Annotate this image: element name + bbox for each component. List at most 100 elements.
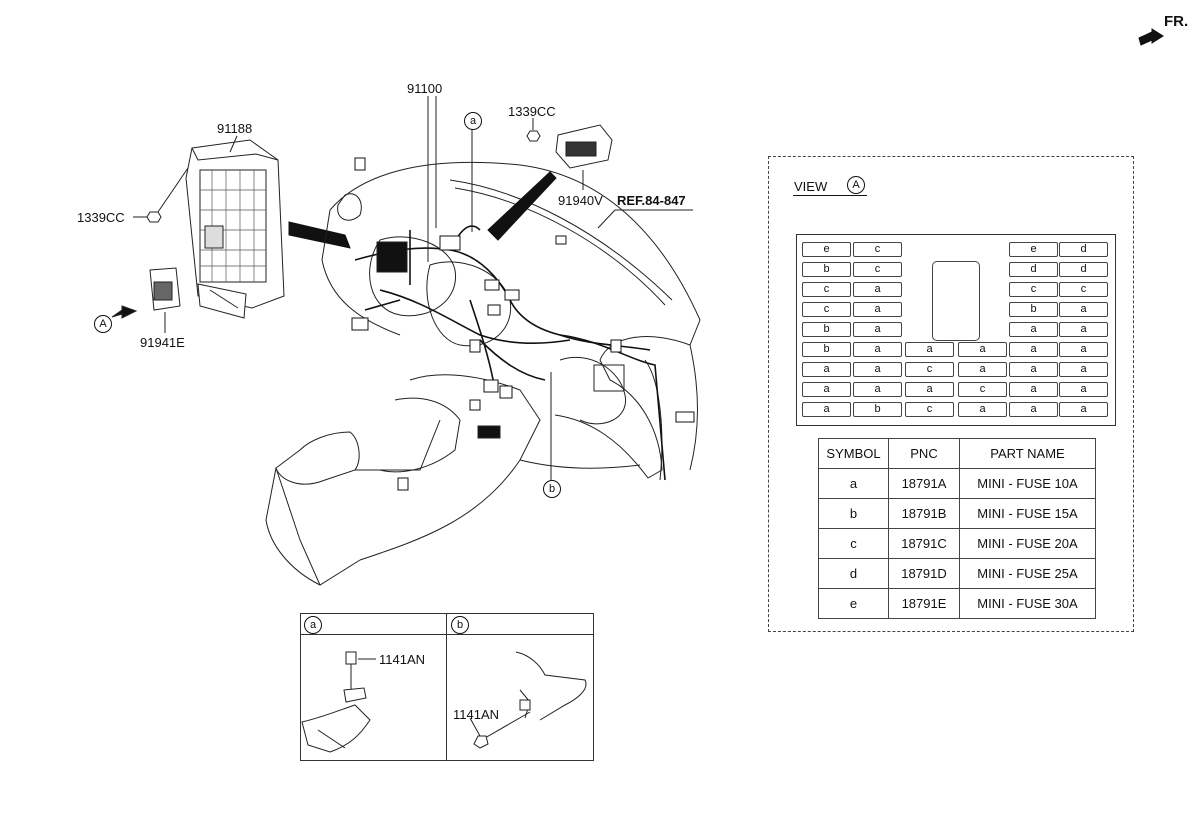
fuse-slot: c	[905, 362, 954, 377]
detail-a-marker: a	[464, 112, 482, 130]
detail-a-header-marker: a	[304, 616, 322, 634]
fuse-slot: a	[1059, 302, 1108, 317]
legend-header-pnc: PNC	[888, 438, 960, 469]
legend-row: a 18791A MINI - FUSE 10A	[818, 468, 1096, 499]
legend-row: d 18791D MINI - FUSE 25A	[818, 558, 1096, 589]
fuse-slot: b	[802, 262, 851, 277]
nut-part-number-left: 1339CC	[77, 210, 125, 225]
legend-part-name: MINI - FUSE 10A	[959, 468, 1096, 499]
module-drawing	[149, 267, 181, 333]
legend-pnc: 18791D	[888, 558, 960, 589]
detail-b-header-marker: b	[451, 616, 469, 634]
fuse-slot: a	[853, 282, 902, 297]
fuse-slot: a	[1059, 402, 1108, 417]
fuse-slot: a	[905, 382, 954, 397]
main-harness-part-number: 91100	[407, 81, 443, 96]
fuse-slot: a	[853, 342, 902, 357]
view-title: VIEW	[794, 179, 828, 194]
nut-icon	[146, 211, 162, 223]
fuse-slot: a	[905, 342, 954, 357]
fuse-slot: c	[905, 402, 954, 417]
fuse-slot: a	[1009, 322, 1058, 337]
fuse-slot: a	[802, 382, 851, 397]
legend-header-row: SYMBOL PNC PART NAME	[818, 438, 1096, 469]
reference-label: REF.84-847	[617, 193, 686, 208]
fuse-slot: c	[802, 282, 851, 297]
fuse-slot: a	[853, 362, 902, 377]
legend-part-name: MINI - FUSE 30A	[959, 588, 1096, 619]
module-part-number: 91941E	[140, 335, 185, 350]
switch-drawing	[555, 124, 613, 190]
fuse-slot: b	[802, 322, 851, 337]
fuse-slot: c	[853, 242, 902, 257]
fuse-slot: c	[1059, 282, 1108, 297]
fuse-slot: a	[853, 302, 902, 317]
fuse-slot: a	[1059, 362, 1108, 377]
fuse-slot: c	[958, 382, 1007, 397]
legend-symbol: c	[818, 528, 889, 559]
legend-header-symbol: SYMBOL	[818, 438, 889, 469]
fuse-slot: e	[1009, 242, 1058, 257]
fuse-slot: a	[802, 402, 851, 417]
fuse-slot: c	[1009, 282, 1058, 297]
front-direction-arrow-icon	[1138, 28, 1164, 46]
legend-symbol: e	[818, 588, 889, 619]
legend-symbol: b	[818, 498, 889, 529]
relay-slot	[932, 261, 980, 341]
fuse-slot: a	[802, 362, 851, 377]
switch-part-number: 91940V	[558, 193, 603, 208]
fuse-slot: a	[958, 362, 1007, 377]
fuse-slot: a	[1059, 382, 1108, 397]
detail-a-part-number: 1141AN	[379, 652, 426, 667]
junction-box-drawing	[185, 139, 285, 319]
fuse-slot: a	[1009, 382, 1058, 397]
fuse-slot: c	[853, 262, 902, 277]
fuse-slot: a	[853, 382, 902, 397]
legend-part-name: MINI - FUSE 25A	[959, 558, 1096, 589]
nut-part-number-top: 1339CC	[508, 104, 556, 119]
fuse-slot: c	[802, 302, 851, 317]
detail-a-drawing	[301, 651, 376, 753]
legend-pnc: 18791B	[888, 498, 960, 529]
fuse-slot: a	[1059, 322, 1108, 337]
legend-part-name: MINI - FUSE 15A	[959, 498, 1096, 529]
fuse-slot: a	[1009, 342, 1058, 357]
legend-pnc: 18791A	[888, 468, 960, 499]
legend-pnc: 18791E	[888, 588, 960, 619]
fuse-slot: a	[958, 342, 1007, 357]
legend-header-part-name: PART NAME	[959, 438, 1096, 469]
fuse-slot: d	[1059, 242, 1108, 257]
legend-row: c 18791C MINI - FUSE 20A	[818, 528, 1096, 559]
junction-box-part-number: 91188	[217, 121, 253, 136]
legend-symbol: d	[818, 558, 889, 589]
dashboard-drawing	[265, 161, 701, 586]
fuse-slot: e	[802, 242, 851, 257]
fuse-slot: d	[1059, 262, 1108, 277]
fuse-slot: a	[1009, 402, 1058, 417]
fuse-slot: a	[958, 402, 1007, 417]
detail-b-part-number: 1141AN	[453, 707, 500, 722]
view-title-marker: A	[847, 176, 865, 194]
legend-row: e 18791E MINI - FUSE 30A	[818, 588, 1096, 619]
detail-views: a b 1141AN 1141AN	[300, 613, 594, 761]
fuse-slot: b	[853, 402, 902, 417]
fuse-slot: d	[1009, 262, 1058, 277]
detail-b-marker: b	[543, 480, 561, 498]
fuse-slot: a	[1009, 362, 1058, 377]
fuse-slot: b	[802, 342, 851, 357]
fuse-slot: a	[1059, 342, 1108, 357]
front-direction-label: FR.	[1164, 13, 1189, 30]
view-a-marker: A	[94, 315, 112, 333]
legend-pnc: 18791C	[888, 528, 960, 559]
fuse-slot: b	[1009, 302, 1058, 317]
legend-part-name: MINI - FUSE 20A	[959, 528, 1096, 559]
nut-icon	[526, 130, 541, 142]
fuse-legend-table: SYMBOL PNC PART NAME a 18791A MINI - FUS…	[818, 438, 1096, 619]
legend-symbol: a	[818, 468, 889, 499]
legend-row: b 18791B MINI - FUSE 15A	[818, 498, 1096, 529]
detail-b-drawing	[469, 651, 587, 749]
fuse-slot: a	[853, 322, 902, 337]
